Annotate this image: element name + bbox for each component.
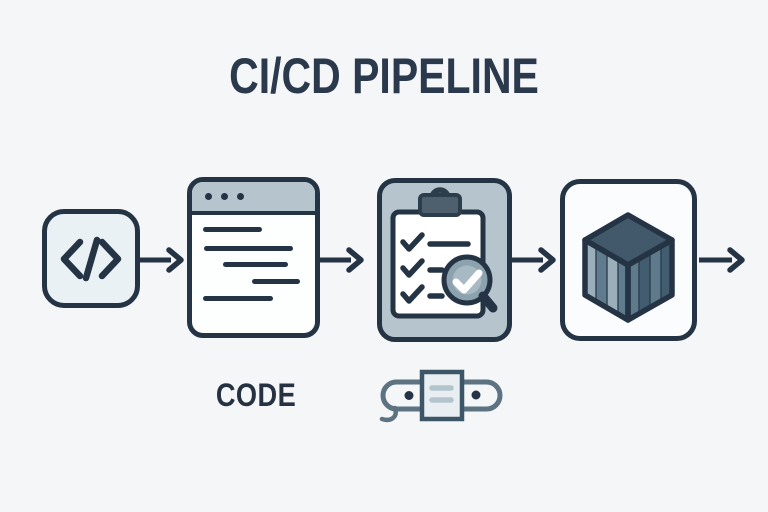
stage-review-checklist [377, 178, 512, 342]
flow-arrow-icon [138, 247, 184, 273]
window-dot-icon [205, 193, 212, 200]
text-line [252, 279, 300, 284]
window-dot-icon [237, 193, 244, 200]
text-line [203, 296, 273, 301]
diagram-title: CI/CD PIPELINE [229, 48, 539, 104]
code-brackets-icon [60, 236, 122, 282]
flow-arrow-icon [699, 247, 745, 273]
stage-container-build [560, 179, 697, 341]
stage-code-source [42, 209, 140, 308]
pipeline-capsule-icon [379, 369, 503, 423]
checklist-magnifier-icon [390, 187, 498, 319]
container-cube-icon [582, 212, 675, 323]
browser-content [192, 215, 315, 327]
text-line [223, 262, 288, 267]
stage-code-document [187, 177, 320, 338]
stage-label-code: CODE [215, 377, 297, 413]
flow-arrow-icon [510, 247, 556, 273]
text-line [203, 227, 262, 232]
browser-titlebar [192, 182, 315, 215]
text-line [204, 246, 293, 251]
window-dot-icon [221, 193, 228, 200]
flow-arrow-icon [318, 247, 364, 273]
